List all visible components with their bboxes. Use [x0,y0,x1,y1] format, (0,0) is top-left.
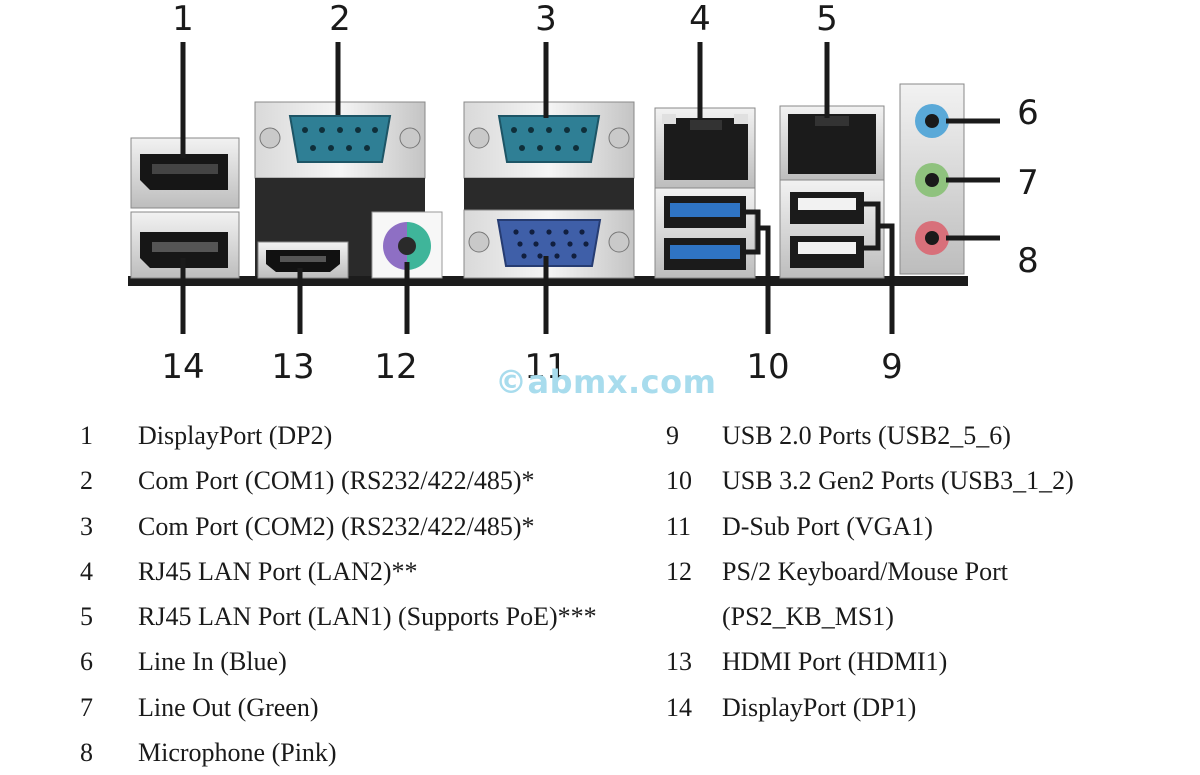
lan1-rj45-port [779,105,885,181]
lan2-rj45-port [654,107,756,189]
vga-port [463,209,635,279]
usb3-gen2-ports [654,187,756,279]
legend-label: (PS2_KB_MS1) [722,602,894,632]
legend-number [666,594,722,639]
legend-label: USB 3.2 Gen2 Ports (USB3_1_2) [722,466,1074,496]
legend-label: PS/2 Keyboard/Mouse Port [722,556,1008,586]
leader-lines [180,42,1000,334]
displayport-dp2 [130,137,240,209]
legend-number: 9 [666,421,679,450]
callout-7: 7 [1017,163,1039,203]
legend-number: 4 [80,556,93,586]
callout-4: 4 [689,0,711,39]
legend-item: 11 D-Sub Port (VGA1) [666,504,1074,549]
callout-1: 1 [172,0,194,39]
legend-item: 9 USB 2.0 Ports (USB2_5_6) [666,413,1074,458]
legend-item: 7 Line Out (Green) [80,685,597,730]
legend-label: RJ45 LAN Port (LAN1) (Supports PoE)*** [138,602,597,632]
legend-number: 1 [80,421,93,450]
legend-item: 13 HDMI Port (HDMI1) [666,639,1074,684]
callout-11: 11 [524,347,567,387]
legend-right: 9 USB 2.0 Ports (USB2_5_6) 10 USB 3.2 Gen2… [666,413,1074,730]
callout-10: 10 [746,347,789,387]
legend-number: 10 [666,466,692,496]
legend-item: 12 PS/2 Keyboard/Mouse Port [666,549,1074,594]
legend-number: 12 [666,556,692,586]
legend-item: 14 DisplayPort (DP1) [666,685,1074,730]
legend-label: Com Port (COM1) (RS232/422/485)* [138,466,535,496]
legend-number: 8 [80,738,93,768]
callout-5: 5 [816,0,838,39]
com1-serial-port [254,101,426,179]
panel-shadow-block [464,178,634,212]
callout-6: 6 [1017,93,1039,133]
legend-label: Line Out (Green) [138,692,319,722]
legend-item: 8 Microphone (Pink) [80,730,597,775]
callout-14: 14 [161,347,204,387]
legend-left: 1 DisplayPort (DP2) 2 Com Port (COM1) (RS2… [80,413,597,775]
legend-label: Line In (Blue) [138,647,287,677]
legend-number: 2 [80,466,93,496]
legend-item: 1 DisplayPort (DP2) [80,413,597,458]
legend-number: 6 [80,647,93,677]
callout-3: 3 [535,0,557,39]
watermark: ©abmx.com [495,363,717,401]
legend-item: 5 RJ45 LAN Port (LAN1) (Supports PoE)*** [80,594,597,639]
legend-number: 3 [80,511,93,541]
legend-label: DisplayPort (DP1) [722,692,917,722]
ps2-port [371,211,443,279]
legend-item: (PS2_KB_MS1) [666,594,1074,639]
callout-9: 9 [881,347,903,387]
legend-label: HDMI Port (HDMI1) [722,647,948,677]
legend-label: D-Sub Port (VGA1) [722,511,933,541]
legend-label: RJ45 LAN Port (LAN2)** [138,556,418,586]
legend-item: 10 USB 3.2 Gen2 Ports (USB3_1_2) [666,458,1074,503]
legend-label: USB 2.0 Ports (USB2_5_6) [722,421,1011,450]
legend-item: 2 Com Port (COM1) (RS232/422/485)* [80,458,597,503]
legend-number: 13 [666,647,692,677]
legend-number: 5 [80,602,93,632]
legend-item: 3 Com Port (COM2) (RS232/422/485)* [80,504,597,549]
legend-label: Microphone (Pink) [138,738,337,768]
legend-label: Com Port (COM2) (RS232/422/485)* [138,511,535,541]
legend-item: 4 RJ45 LAN Port (LAN2)** [80,549,597,594]
hdmi-port [257,241,349,279]
legend-number: 11 [666,511,692,541]
io-panel-diagram: 1 2 3 4 5 6 7 8 9 10 11 12 13 14 [128,0,1039,387]
legend-number: 7 [80,692,93,722]
callout-12: 12 [374,347,417,387]
legend-number: 14 [666,692,692,722]
com2-serial-port [463,101,635,179]
usb2-ports [779,179,885,279]
legend-item: 6 Line In (Blue) [80,639,597,684]
callout-13: 13 [271,347,314,387]
callout-2: 2 [329,0,351,39]
legend-label: DisplayPort (DP2) [138,421,333,450]
callout-8: 8 [1017,241,1039,281]
